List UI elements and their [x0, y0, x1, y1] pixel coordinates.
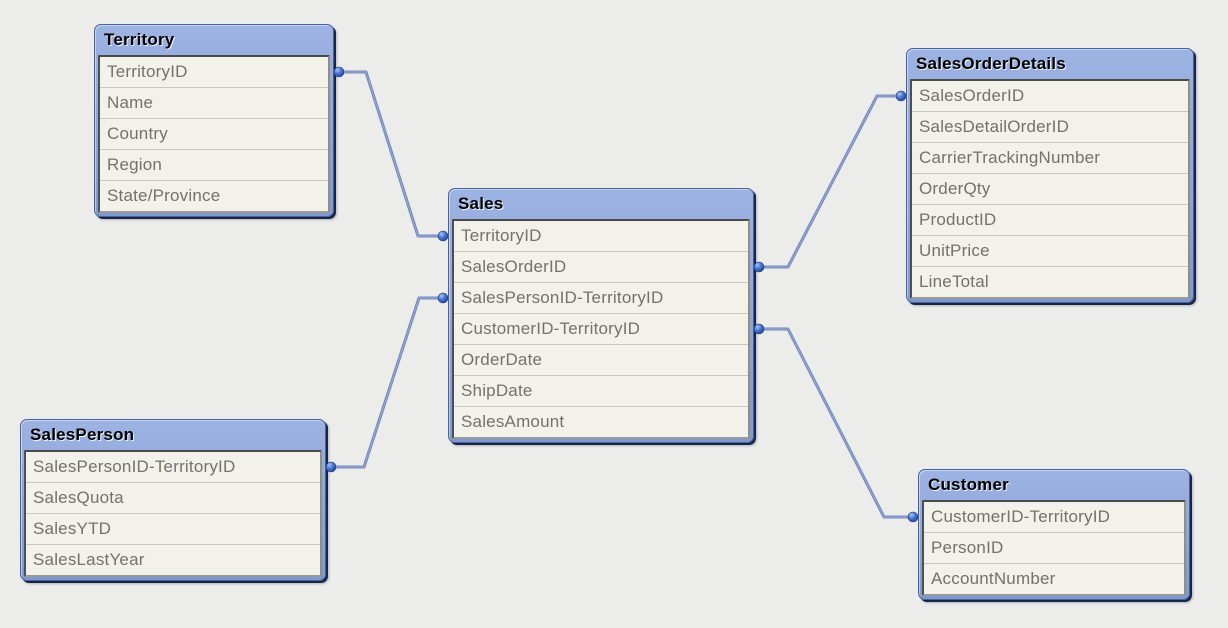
field-row-linetotal[interactable]: LineTotal	[919, 272, 989, 291]
field-row-customerid-territoryid[interactable]: CustomerID-TerritoryID	[454, 314, 748, 345]
field-row-territoryid[interactable]: TerritoryID	[100, 57, 328, 88]
field-row-carriertrackingnumber[interactable]: CarrierTrackingNumber	[912, 143, 1188, 174]
field-row-name[interactable]: Name	[100, 88, 328, 119]
connector-line-sales-salesorderdetails	[757, 94, 903, 269]
field-row-salesquota[interactable]: SalesQuota	[26, 483, 320, 514]
connector-endpoint-salesperson-sales-from	[325, 461, 337, 473]
connector-line-highlight-territory-sales	[339, 71, 443, 237]
connector-line-highlight-sales-salesorderdetails	[759, 95, 901, 268]
connector-line-salesperson-sales	[329, 296, 445, 469]
table-header-salesorderdetails[interactable]: SalesOrderDetails	[907, 49, 1193, 79]
field-row-shipdate[interactable]: ShipDate	[454, 376, 748, 407]
connector-line-highlight-salesperson-sales	[331, 297, 443, 468]
connector-line-territory-sales	[337, 70, 445, 238]
table-title-salesperson: SalesPerson	[30, 425, 135, 444]
field-row-salespersonid-territoryid[interactable]: SalesPersonID-TerritoryID	[26, 452, 320, 483]
table-title-salesorderdetails: SalesOrderDetails	[916, 54, 1066, 73]
connector-endpoint-territory-sales-to	[437, 230, 449, 242]
table-header-sales[interactable]: Sales	[449, 189, 753, 219]
field-row-country[interactable]: Country	[100, 119, 328, 150]
table-header-customer[interactable]: Customer	[919, 470, 1189, 500]
field-row-salesamount[interactable]: SalesAmount	[461, 412, 565, 431]
field-row-region[interactable]: Region	[100, 150, 328, 181]
field-row-salesytd[interactable]: SalesYTD	[26, 514, 320, 545]
connector-line-sales-customer	[757, 327, 915, 519]
connector-endpoint-sales-salesorderdetails-from	[753, 261, 765, 273]
field-row-orderqty[interactable]: OrderQty	[912, 174, 1188, 205]
field-row-personid[interactable]: PersonID	[924, 533, 1184, 564]
connector-endpoint-territory-sales-from	[333, 66, 345, 78]
field-row-unitprice[interactable]: UnitPrice	[912, 236, 1188, 267]
connector-endpoint-sales-customer-from	[753, 323, 765, 335]
field-row-territoryid[interactable]: TerritoryID	[454, 221, 748, 252]
field-row-salesorderid[interactable]: SalesOrderID	[454, 252, 748, 283]
field-row-saleslastyear[interactable]: SalesLastYear	[33, 550, 145, 569]
field-row-state-province[interactable]: State/Province	[107, 186, 221, 205]
field-row-productid[interactable]: ProductID	[912, 205, 1188, 236]
field-row-salespersonid-territoryid[interactable]: SalesPersonID-TerritoryID	[454, 283, 748, 314]
field-row-salesdetailorderid[interactable]: SalesDetailOrderID	[912, 112, 1188, 143]
connector-line-highlight-sales-customer	[759, 328, 913, 518]
connector-endpoint-sales-customer-to	[907, 511, 919, 523]
table-header-salesperson[interactable]: SalesPerson	[21, 420, 325, 450]
field-row-customerid-territoryid[interactable]: CustomerID-TerritoryID	[924, 502, 1184, 533]
table-title-customer: Customer	[928, 475, 1009, 494]
field-row-accountnumber[interactable]: AccountNumber	[931, 569, 1056, 588]
table-title-sales: Sales	[458, 194, 504, 213]
table-title-territory: Territory	[104, 30, 175, 49]
field-row-salesorderid[interactable]: SalesOrderID	[912, 81, 1188, 112]
connector-endpoint-sales-salesorderdetails-to	[895, 90, 907, 102]
connector-endpoint-salesperson-sales-to	[437, 292, 449, 304]
field-row-orderdate[interactable]: OrderDate	[454, 345, 748, 376]
table-header-territory[interactable]: Territory	[95, 25, 333, 55]
